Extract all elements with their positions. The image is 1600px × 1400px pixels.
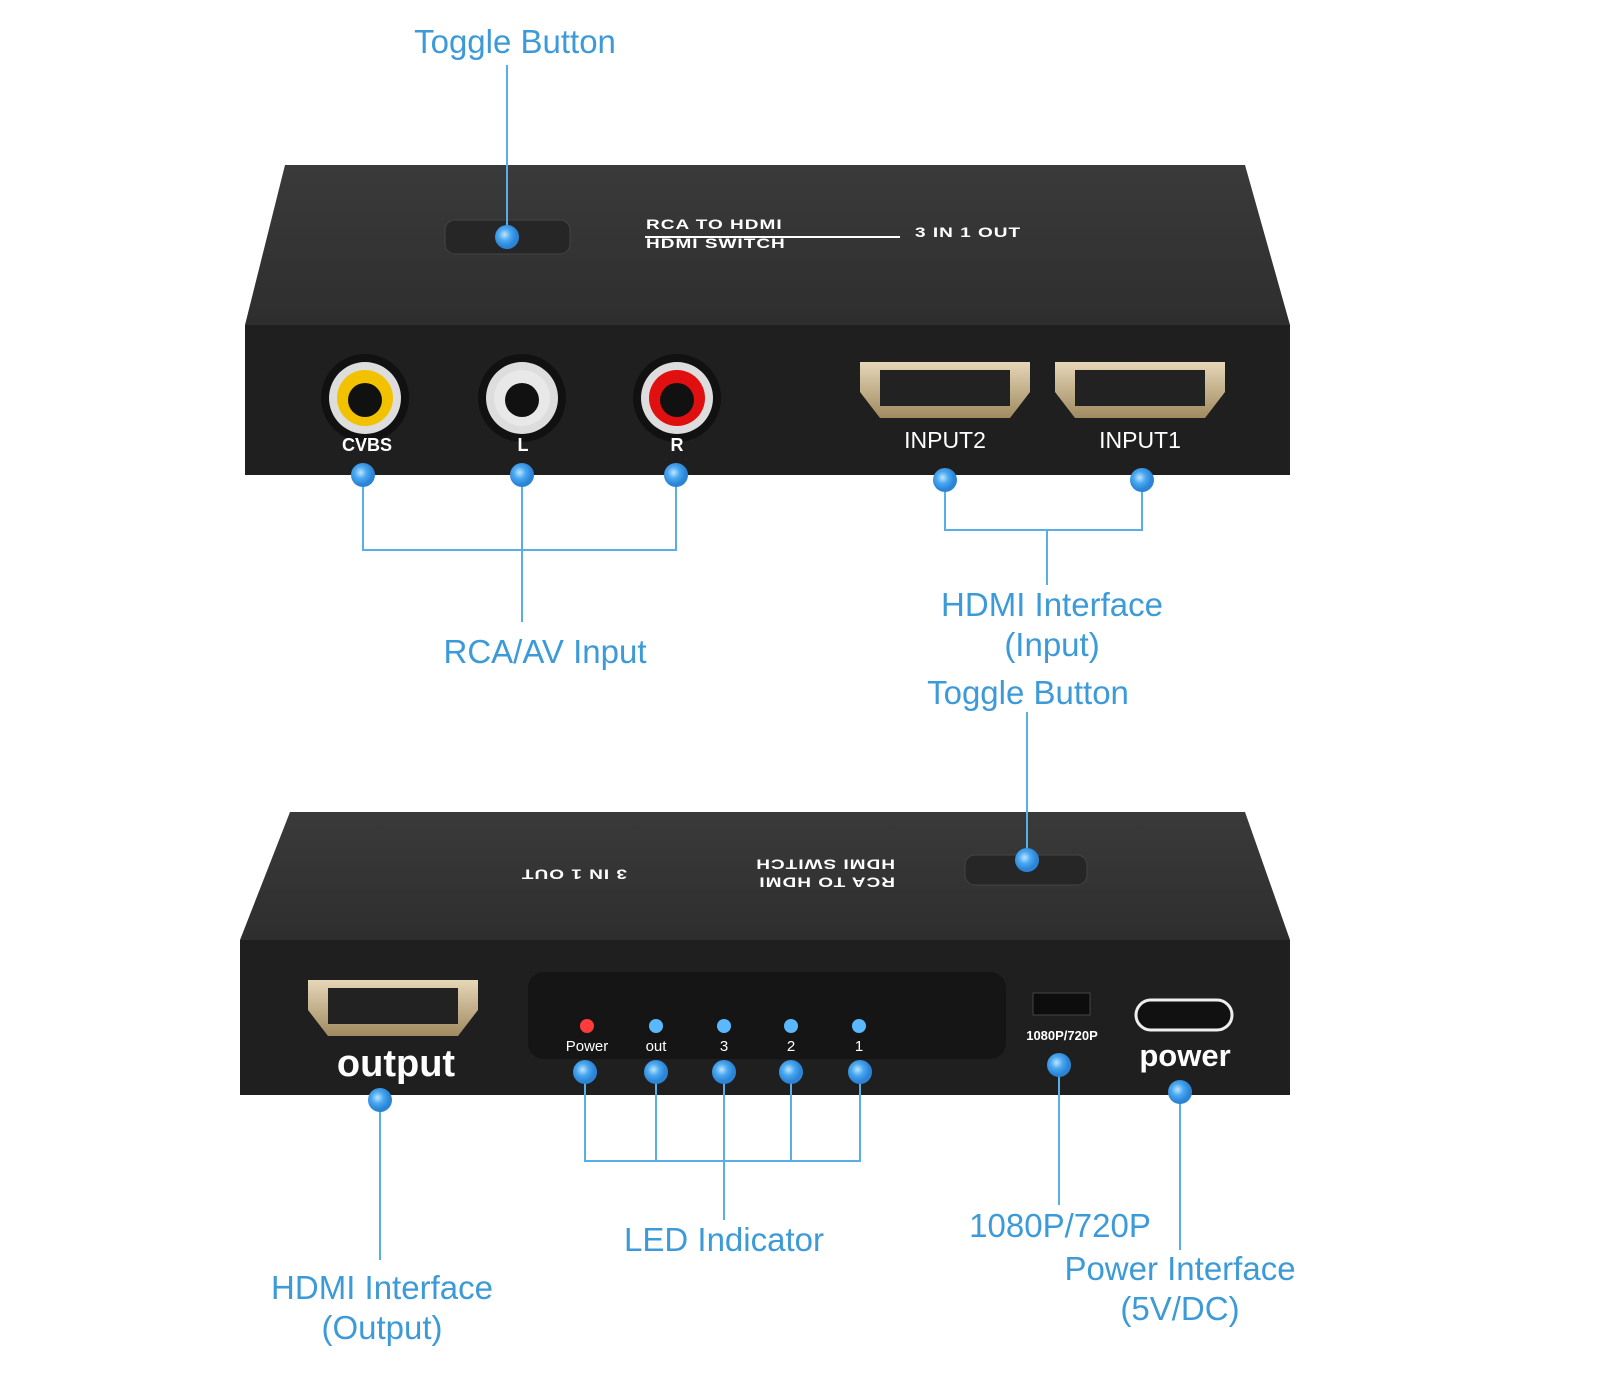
port-label-output: output xyxy=(336,1043,456,1085)
device-title-right: 3 IN 1 OUT xyxy=(915,224,1022,241)
led-label-power: Power xyxy=(565,1038,609,1055)
port-label-power: power xyxy=(1139,1038,1231,1073)
rca-jacks xyxy=(321,354,721,442)
hdmi-ports-input xyxy=(860,362,1225,418)
device-title-mirrored: RCA TO HDMI HDMI SWITCH 3 IN 1 OUT xyxy=(520,855,895,890)
leader-lines xyxy=(362,65,1181,1260)
port-label-input2: INPUT2 xyxy=(904,427,986,453)
led-label-2: 2 xyxy=(786,1038,796,1055)
port-label-r: R xyxy=(670,435,684,455)
led-label-out: out xyxy=(645,1038,667,1055)
label-led-indicator: LED Indicator xyxy=(624,1221,824,1258)
port-label-l: L xyxy=(517,435,529,455)
label-power-interface: Power Interface(5V/DC) xyxy=(1064,1250,1296,1327)
top-device xyxy=(245,165,1290,475)
port-label-cvbs: CVBS xyxy=(341,435,393,455)
port-label-input1: INPUT1 xyxy=(1099,427,1181,453)
callout-dots xyxy=(351,225,1192,1112)
label-resolution-switch: 1080P/720P xyxy=(969,1207,1151,1244)
label-hdmi-input: HDMI Interface(Input) xyxy=(941,586,1163,663)
switch-label: 1080P/720P xyxy=(1026,1028,1098,1043)
led-label-1: 1 xyxy=(854,1038,864,1055)
device-title-line1: RCA TO HDMI xyxy=(646,216,783,233)
label-toggle-button-top: Toggle Button xyxy=(414,23,616,60)
label-rca-av-input: RCA/AV Input xyxy=(443,633,647,670)
device-title-line2: HDMI SWITCH xyxy=(646,235,786,252)
label-hdmi-output: HDMI Interface(Output) xyxy=(271,1269,493,1346)
led-label-3: 3 xyxy=(719,1038,729,1055)
label-toggle-button-bottom: Toggle Button xyxy=(927,674,1129,711)
